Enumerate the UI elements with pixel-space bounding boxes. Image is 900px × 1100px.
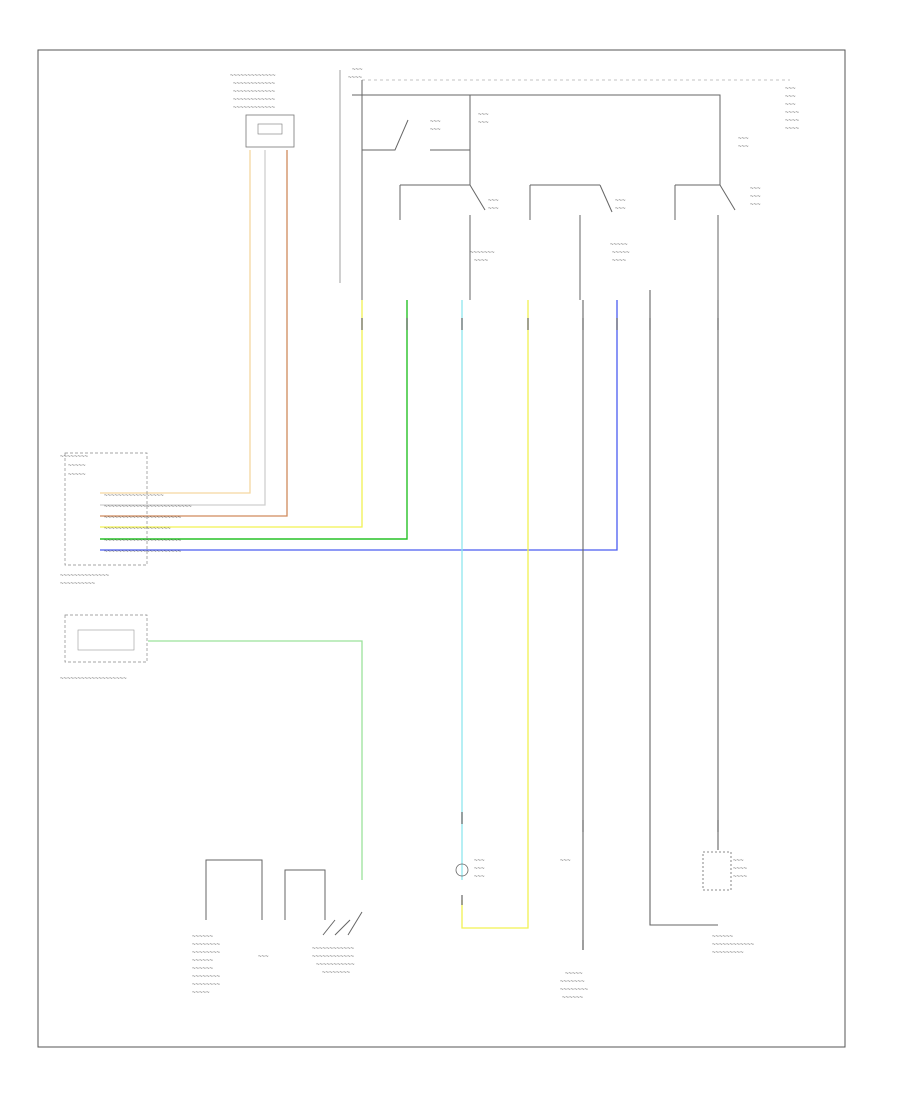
wire-yellow-b (461, 300, 529, 929)
svg-text:~~~~~~~~~~~~~~~~~~~~~~: ~~~~~~~~~~~~~~~~~~~~~~ (104, 538, 182, 544)
svg-text:~~~: ~~~ (615, 206, 626, 212)
wire-green (100, 300, 408, 540)
wire-light-green (148, 640, 363, 880)
svg-text:~~~~~~~~~~~~: ~~~~~~~~~~~~ (312, 946, 355, 952)
svg-text:~~~~: ~~~~ (785, 126, 800, 132)
svg-text:~~~~~~: ~~~~~~ (192, 958, 214, 964)
svg-text:~~~~~~~~~~: ~~~~~~~~~~ (60, 581, 96, 587)
svg-text:~~~~~~~~~~~~~~~~~~~~~~: ~~~~~~~~~~~~~~~~~~~~~~ (104, 549, 182, 555)
svg-text:~~~~: ~~~~ (785, 110, 800, 116)
svg-text:~~~~~~~~~~~~: ~~~~~~~~~~~~ (233, 89, 276, 95)
svg-text:~~~~~~: ~~~~~~ (192, 934, 214, 940)
connector-ticks (361, 318, 719, 950)
svg-text:~~~: ~~~ (474, 874, 485, 880)
svg-text:~~~~~~~~~~~~: ~~~~~~~~~~~~ (233, 97, 276, 103)
svg-text:~~~~: ~~~~ (612, 258, 627, 264)
svg-text:~~~: ~~~ (258, 954, 269, 960)
svg-text:~~~~~~~~: ~~~~~~~~ (60, 454, 89, 460)
top-module-connector: ~~~~~~~~~~~~~ ~~~~~~~~~~~~ ~~~~~~~~~~~~ … (230, 73, 295, 148)
svg-text:~~~~~: ~~~~~ (610, 242, 628, 248)
svg-text:~~~~: ~~~~ (733, 874, 748, 880)
svg-text:~~~: ~~~ (785, 94, 796, 100)
switch-group-right: ~~~ ~~~ ~~~ ~~~ ~~~ (674, 136, 761, 300)
svg-text:~~~~~~~: ~~~~~~~ (470, 250, 495, 256)
switch-group-left: ~~~ ~~~ ~~~~~~~ ~~~~ (399, 150, 499, 300)
svg-text:~~~~~~~: ~~~~~~~ (560, 979, 585, 985)
svg-text:~~~~~~~~~~~~: ~~~~~~~~~~~~ (312, 954, 355, 960)
svg-text:~~~~: ~~~~ (474, 258, 489, 264)
svg-text:~~~: ~~~ (785, 102, 796, 108)
wire-blue (100, 300, 618, 551)
svg-text:~~~: ~~~ (430, 119, 441, 125)
svg-text:~~~~~~~~: ~~~~~~~~ (192, 974, 221, 980)
diagram-border (37, 49, 846, 1048)
svg-text:~~~~~: ~~~~~ (68, 463, 86, 469)
svg-text:~~~~: ~~~~ (733, 866, 748, 872)
svg-text:~~~: ~~~ (474, 866, 485, 872)
svg-text:~~~~~~~~: ~~~~~~~~ (560, 987, 589, 993)
svg-text:~~~~~~: ~~~~~~ (562, 995, 584, 1001)
svg-text:~~~~: ~~~~ (785, 118, 800, 124)
svg-text:~~~: ~~~ (738, 136, 749, 142)
svg-text:~~~~~~~~~~~~: ~~~~~~~~~~~~ (233, 81, 276, 87)
mid-ground: ~~~ ~~~~~ ~~~~~~~ ~~~~~~~~ ~~~~~~ (560, 858, 589, 1001)
svg-text:~~~: ~~~ (750, 194, 761, 200)
svg-text:~~~~~~~~~~~~~~~~~~~~~~: ~~~~~~~~~~~~~~~~~~~~~~ (104, 515, 182, 521)
svg-text:~~~~~~~~: ~~~~~~~~ (322, 970, 351, 976)
svg-text:~~~~~~~~~~~~~~~~~: ~~~~~~~~~~~~~~~~~ (104, 493, 164, 499)
svg-text:~~~: ~~~ (750, 186, 761, 192)
svg-text:~~~~~~~~~: ~~~~~~~~~ (712, 950, 744, 956)
wire-black-right (649, 290, 718, 926)
svg-text:~~~~~~~~~~~~~~~~~~~: ~~~~~~~~~~~~~~~~~~~ (60, 676, 127, 682)
right-lamp: ~~~ ~~~~ ~~~~ ~~~~~~ ~~~~~~~~~~~~ ~~~~~~… (702, 851, 755, 956)
svg-text:~~~: ~~~ (738, 144, 749, 150)
svg-text:~~~~~~~~~~~: ~~~~~~~~~~~ (316, 962, 355, 968)
svg-text:~~~: ~~~ (352, 67, 363, 73)
svg-text:~~~~~: ~~~~~ (68, 472, 86, 478)
svg-text:~~~~: ~~~~ (348, 75, 363, 81)
wire-gray (100, 150, 266, 506)
svg-text:~~~: ~~~ (615, 198, 626, 204)
svg-text:~~~~~~~~~~~~~~~~~~~: ~~~~~~~~~~~~~~~~~~~ (104, 526, 171, 532)
svg-text:~~~~~~~~~~~~: ~~~~~~~~~~~~ (233, 105, 276, 111)
svg-text:~~~: ~~~ (785, 86, 796, 92)
svg-text:~~~: ~~~ (488, 206, 499, 212)
bottom-left-components: ~~~~~~ ~~~~~~~~ ~~~~~~~~ ~~~~~~ ~~~~~~ ~… (192, 859, 363, 996)
svg-text:~~~~~~~~~~~~: ~~~~~~~~~~~~ (712, 942, 755, 948)
secondary-module: ~~~~~~~~~~~~~~~~~~~ (60, 614, 148, 682)
svg-text:~~~: ~~~ (488, 198, 499, 204)
svg-text:~~~~~~~~: ~~~~~~~~ (192, 942, 221, 948)
svg-text:~~~: ~~~ (733, 858, 744, 864)
svg-text:~~~: ~~~ (560, 858, 571, 864)
left-lamp: ~~~ ~~~ ~~~ (455, 858, 485, 880)
svg-text:~~~~~~~~~~~~~~: ~~~~~~~~~~~~~~ (60, 573, 110, 579)
wire-orange (100, 150, 251, 494)
svg-text:~~~: ~~~ (478, 120, 489, 126)
svg-text:~~~~~~: ~~~~~~ (192, 966, 214, 972)
control-module-connector: ~~~~~~~~ ~~~~~ ~~~~~ ~~~~~~~~~~~~~~~~~ ~… (60, 452, 192, 587)
svg-text:~~~~~: ~~~~~ (565, 971, 583, 977)
wire-yellow-a (100, 300, 363, 528)
svg-text:~~~~~~: ~~~~~~ (712, 934, 734, 940)
svg-text:~~~~~~~~: ~~~~~~~~ (192, 950, 221, 956)
svg-text:~~~: ~~~ (478, 112, 489, 118)
power-bus: ~~~ ~~~~ ~~~ ~~~ ~~~ ~~~ ~~~ ~~~ ~~~ ~~~… (339, 67, 800, 330)
svg-text:~~~~~~~~~~~~~~~~~~~~~~~~~: ~~~~~~~~~~~~~~~~~~~~~~~~~ (104, 504, 192, 510)
svg-text:~~~~~: ~~~~~ (612, 250, 630, 256)
svg-text:~~~: ~~~ (750, 202, 761, 208)
svg-text:~~~~~~~~: ~~~~~~~~ (192, 982, 221, 988)
wire-brown (100, 150, 288, 517)
svg-text:~~~: ~~~ (474, 858, 485, 864)
svg-text:~~~~~: ~~~~~ (192, 990, 210, 996)
svg-text:~~~~~~~~~~~~~: ~~~~~~~~~~~~~ (230, 73, 276, 79)
switch-group-mid: ~~~ ~~~ ~~~~~ ~~~~~ ~~~~ (529, 184, 630, 300)
svg-text:~~~: ~~~ (430, 127, 441, 133)
